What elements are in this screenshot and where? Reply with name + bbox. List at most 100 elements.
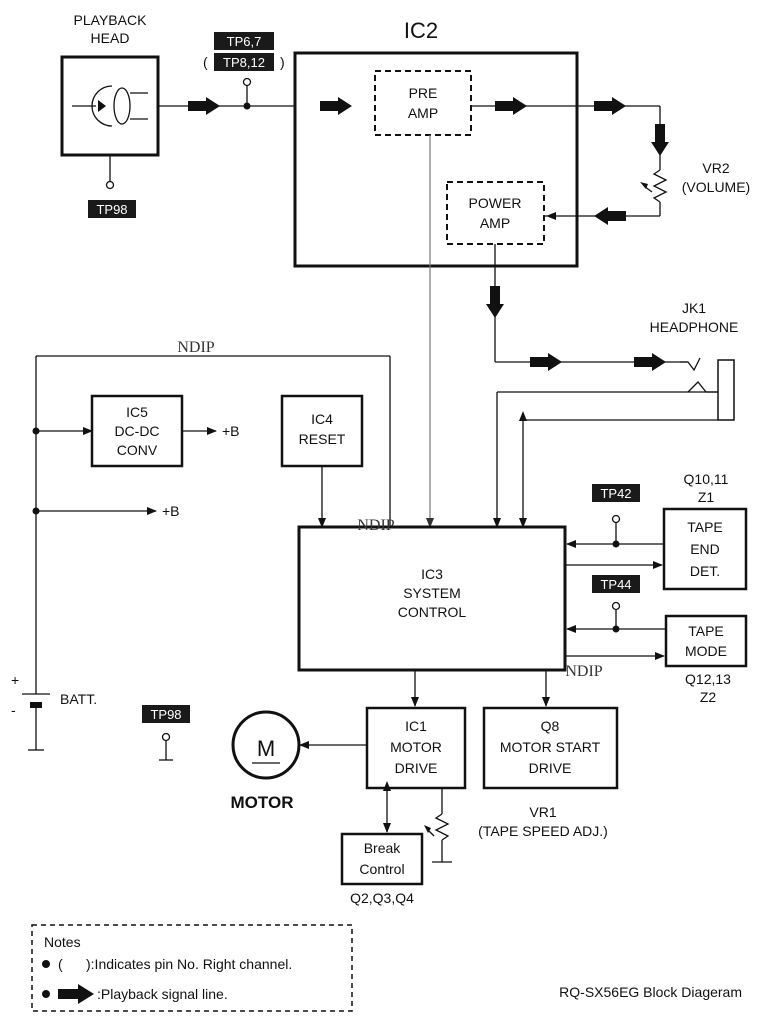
motor-label: MOTOR	[231, 793, 294, 812]
ic4-label-1: IC4	[311, 411, 333, 427]
tape-end-label-2: END	[690, 541, 720, 557]
tape-mode-label-1: TAPE	[688, 623, 724, 639]
pre-amp-box	[374, 70, 472, 136]
tp8-12-open-paren: (	[203, 54, 208, 70]
diagram-footer-title: RQ-SX56EG Block Diageram	[559, 984, 742, 1000]
vr2-label-1: VR2	[702, 160, 729, 176]
pre-amp-label-2: AMP	[408, 105, 438, 121]
ic3-label-3: CONTROL	[398, 604, 467, 620]
tp6-7-badge	[214, 32, 274, 50]
q8-label-3: DRIVE	[529, 760, 572, 776]
tp44-label: TP44	[600, 577, 631, 592]
jk1-label-2: HEADPHONE	[650, 319, 739, 335]
signal-arrow	[594, 207, 626, 225]
signal-arrow	[530, 353, 562, 371]
vr2-label-2: (VOLUME)	[682, 179, 750, 195]
signal-arrow	[320, 97, 352, 115]
tp98-left-point	[161, 732, 171, 742]
tp42-badge	[592, 484, 640, 502]
ndip-right-label: NDIP	[565, 663, 602, 680]
signal-arrow	[495, 97, 527, 115]
notes-line-2: :Playback signal line.	[97, 986, 228, 1002]
batt-plus-label: +	[11, 672, 19, 688]
ndip-top-label: NDIP	[177, 339, 214, 356]
tape-mode-label-2: MODE	[685, 643, 727, 659]
tape-end-label-1: TAPE	[687, 519, 723, 535]
break-control-box	[340, 832, 424, 886]
ic4-label-2: RESET	[299, 431, 346, 447]
ic5-box	[90, 394, 184, 468]
q8-label-2: MOTOR START	[500, 739, 601, 755]
q12-label-2: Z2	[700, 689, 717, 705]
ic5-label-3: CONV	[117, 442, 158, 458]
tp98-head-badge	[88, 200, 136, 218]
q12-label-1: Q12,13	[685, 671, 731, 687]
q8-label-1: Q8	[541, 718, 560, 734]
ic3-label-2: SYSTEM	[403, 585, 461, 601]
tp98-left-label: TP98	[150, 707, 181, 722]
tp98-head-label: TP98	[96, 202, 127, 217]
notes-bullet-1	[42, 960, 50, 968]
notes-signal-arrow-icon	[58, 984, 94, 1004]
ic1-label-1: IC1	[405, 718, 427, 734]
tp44-point	[611, 601, 621, 611]
playback-head-label-1: PLAYBACK	[74, 12, 148, 28]
playback-head-label-2: HEAD	[91, 30, 130, 46]
tp42-label: TP42	[600, 486, 631, 501]
ic3-label-1: IC3	[421, 566, 443, 582]
plus-b-2-label: +B	[162, 503, 180, 519]
q10-label-1: Q10,11	[684, 471, 729, 487]
ic2-title: IC2	[404, 18, 438, 43]
batt-minus-label: -	[11, 702, 16, 718]
tp8-12-label: TP8,12	[223, 55, 265, 70]
ic1-label-3: DRIVE	[395, 760, 438, 776]
motor-icon: M	[231, 710, 301, 780]
ic1-box	[365, 706, 467, 790]
tp98-left-badge	[142, 705, 190, 723]
tape-end-det-box	[662, 507, 748, 591]
vr1-potentiometer-icon	[424, 813, 450, 841]
tp6-7-label: TP6,7	[227, 34, 262, 49]
battery-icon	[22, 688, 50, 751]
tp6-7-point	[242, 77, 252, 87]
svg-text:M: M	[257, 736, 275, 761]
ic3-box	[297, 525, 567, 672]
vr1-label-1: VR1	[529, 804, 556, 820]
signal-arrow	[651, 124, 669, 156]
tp44-badge	[592, 575, 640, 593]
notes-line-1: ( ):Indicates pin No. Right channel.	[58, 956, 292, 972]
q2-q3-q4-label: Q2,Q3,Q4	[350, 890, 414, 906]
break-control-label-2: Control	[359, 861, 404, 877]
tape-end-label-3: DET.	[690, 563, 720, 579]
signal-arrow	[486, 286, 504, 318]
tape-head-icon	[72, 85, 148, 127]
signal-arrow	[594, 97, 626, 115]
batt-label: BATT.	[60, 691, 97, 707]
ic4-box	[280, 394, 364, 468]
notes-bullet-2	[42, 990, 50, 998]
ic5-label-2: DC-DC	[114, 423, 159, 439]
pre-amp-label-1: PRE	[409, 85, 438, 101]
q8-box	[482, 706, 619, 790]
q10-label-2: Z1	[698, 489, 715, 505]
notes-title: Notes	[44, 934, 81, 950]
power-amp-label-1: POWER	[469, 195, 522, 211]
headphone-jack-icon	[680, 357, 735, 421]
tp98-head-point	[105, 180, 115, 190]
ndip-ic3-label: NDIP	[357, 517, 394, 534]
vr2-potentiometer-icon	[640, 169, 668, 203]
tape-mode-box	[664, 614, 748, 668]
jk1-label-1: JK1	[682, 300, 706, 316]
ic5-label-1: IC5	[126, 404, 148, 420]
plus-b-1-label: +B	[222, 423, 240, 439]
vr1-label-2: (TAPE SPEED ADJ.)	[478, 823, 608, 839]
break-control-label-1: Break	[364, 840, 402, 856]
tp42-point	[611, 514, 621, 524]
signal-arrow	[188, 97, 220, 115]
signal-arrow	[634, 353, 666, 371]
power-amp-box	[446, 181, 545, 245]
ic1-label-2: MOTOR	[390, 739, 442, 755]
power-amp-label-2: AMP	[480, 215, 510, 231]
tp8-12-close-paren: )	[280, 54, 285, 70]
